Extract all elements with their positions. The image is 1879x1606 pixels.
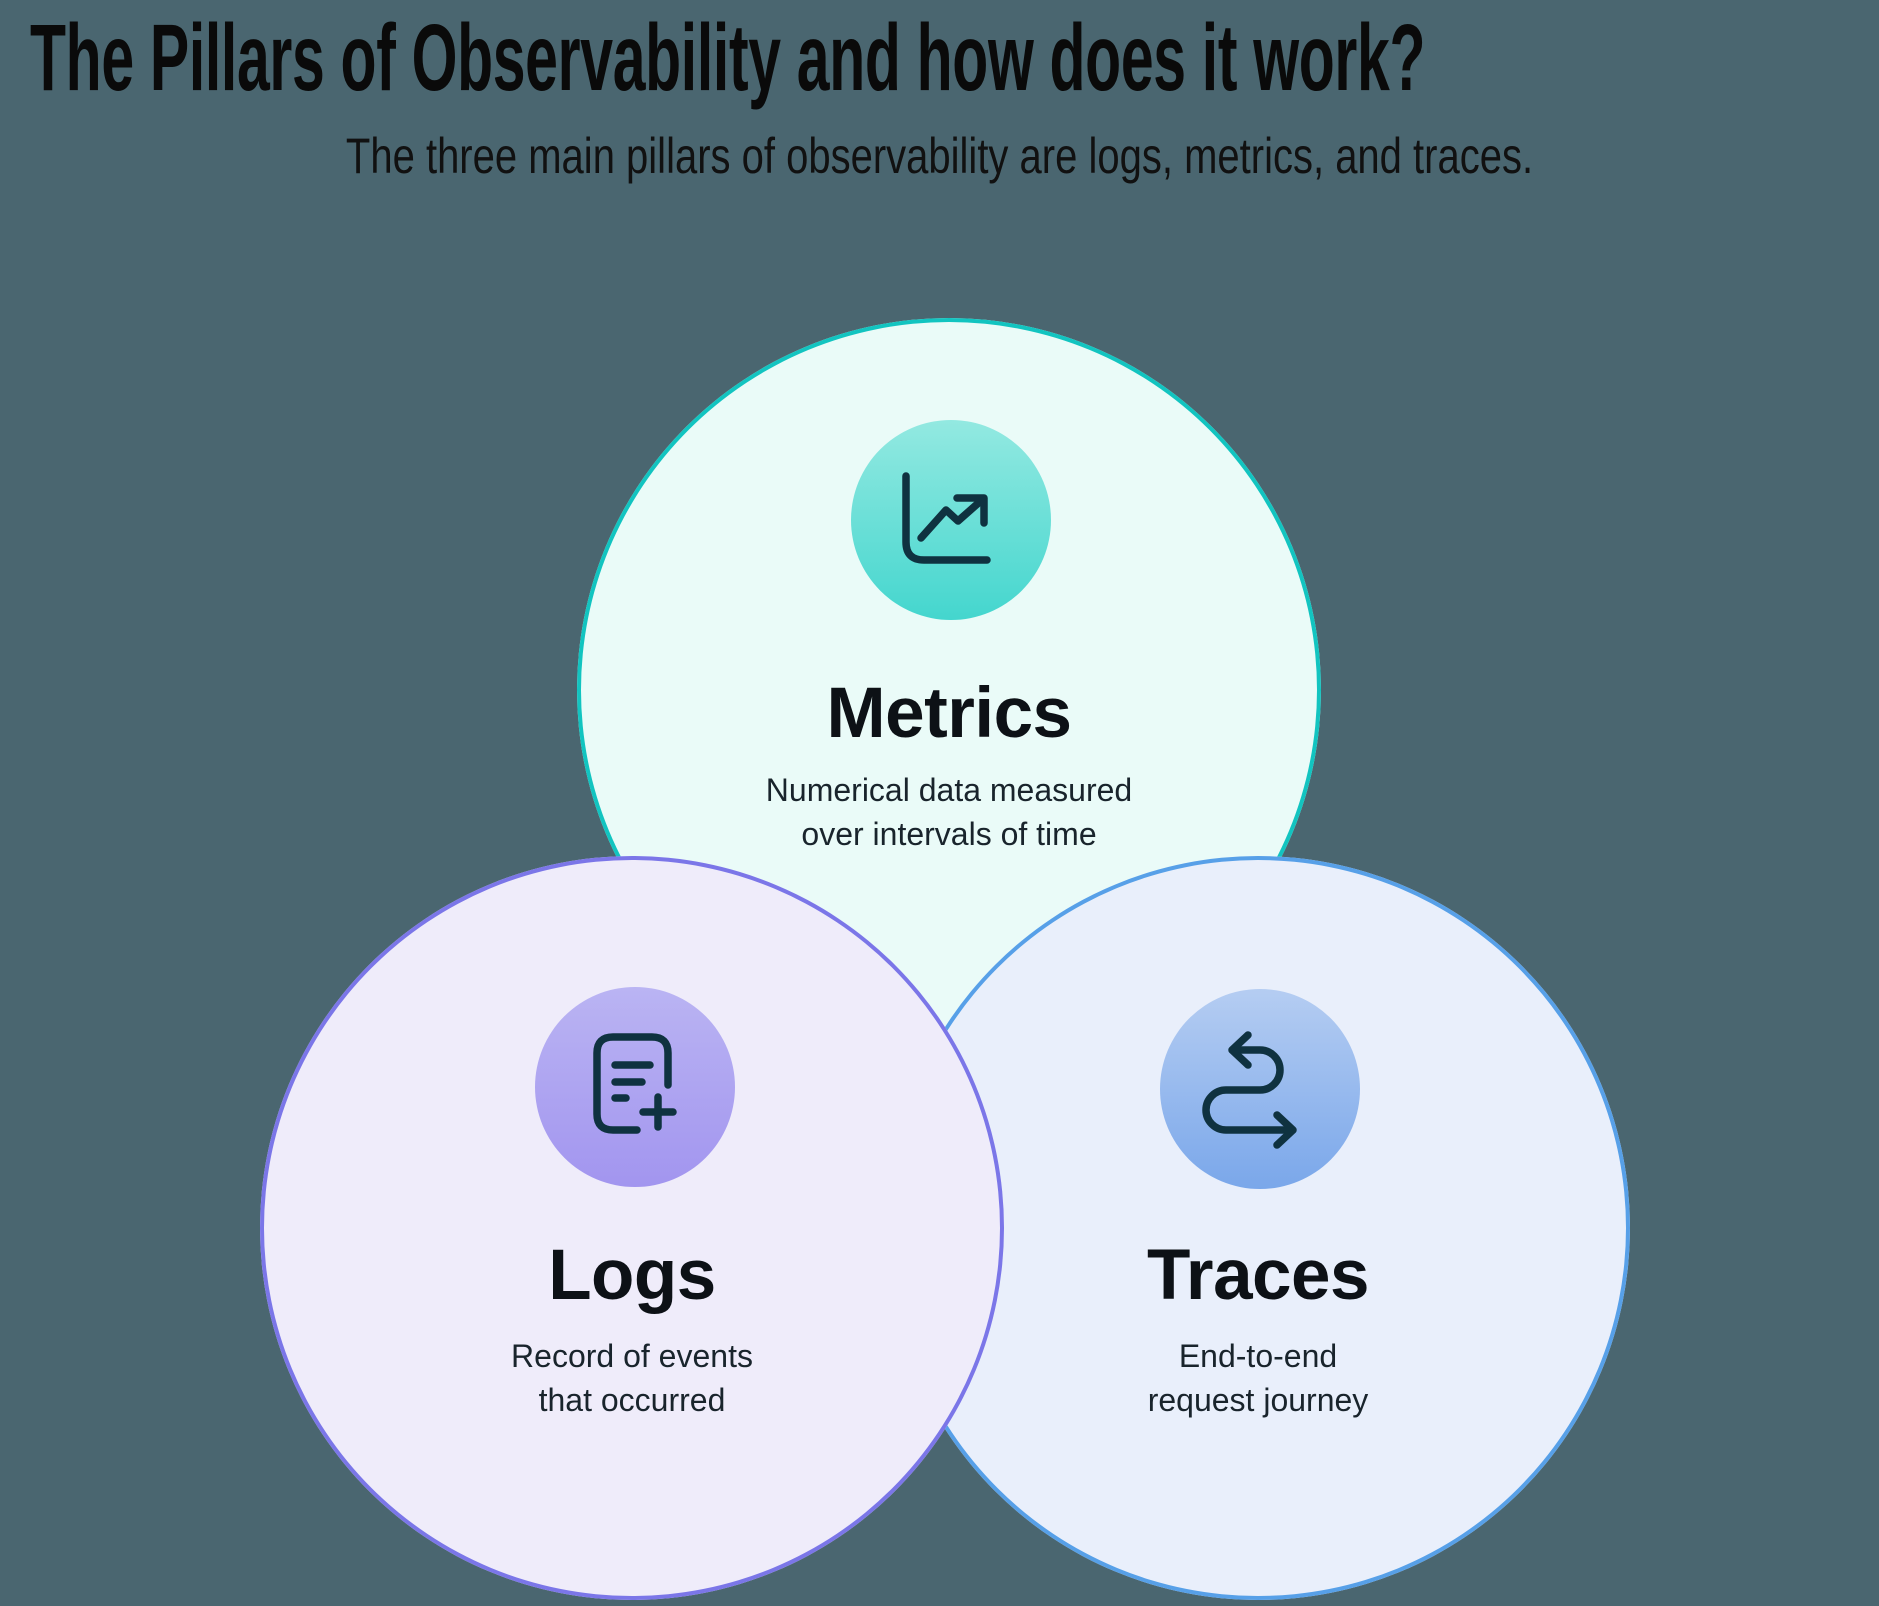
traces-icon-badge <box>1160 989 1360 1189</box>
traces-circle: Traces End-to-end request journey <box>886 856 1630 1600</box>
metrics-description-line1: Numerical data measured <box>765 772 1133 808</box>
page-title: The Pillars of Observability and how doe… <box>30 4 1426 111</box>
traces-description: End-to-end request journey <box>886 1334 1630 1422</box>
logs-circle: Logs Record of events that occurred <box>260 856 1004 1600</box>
metrics-description: Numerical data measured over intervals o… <box>577 768 1321 856</box>
logs-label: Logs <box>548 1235 716 1315</box>
logs-description: Record of events that occurred <box>260 1334 1004 1422</box>
page-subtitle: The three main pillars of observability … <box>345 128 1534 184</box>
route-arrow-icon <box>1202 1031 1297 1149</box>
logs-icon-badge <box>535 987 735 1187</box>
document-plus-icon <box>593 1033 677 1134</box>
line-chart-icon <box>902 472 991 564</box>
logs-description-line2: that occurred <box>538 1382 726 1418</box>
traces-description-line2: request journey <box>1147 1382 1369 1418</box>
metrics-label: Metrics <box>826 673 1072 753</box>
logs-description-line1: Record of events <box>511 1338 753 1374</box>
traces-label: Traces <box>1146 1235 1370 1315</box>
traces-description-line1: End-to-end <box>1178 1338 1338 1374</box>
metrics-description-line2: over intervals of time <box>801 816 1097 852</box>
metrics-icon-badge <box>851 420 1051 620</box>
